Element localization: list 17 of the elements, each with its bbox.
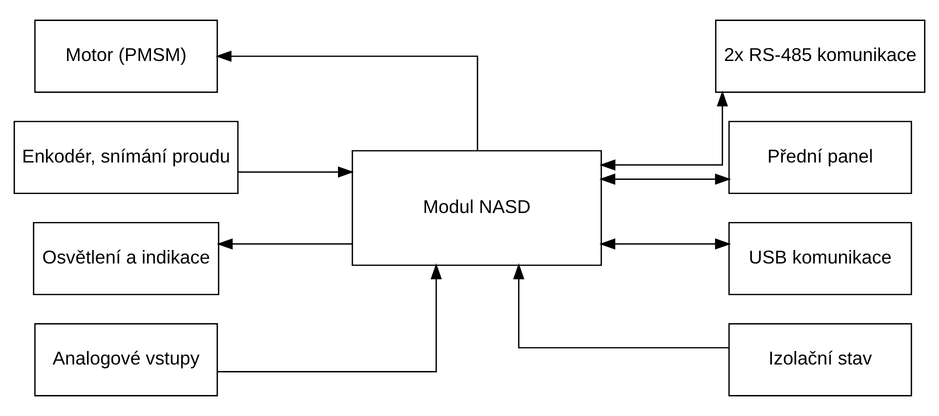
node-box: 2x RS-485 komunikace [715,20,926,93]
arrow [217,263,442,372]
node-box: Modul NASD [352,150,602,266]
arrow [238,166,354,178]
node-box: USB komunikace [728,222,912,296]
node-box: Enkodér, snímání proudu [14,120,239,194]
arrow [216,238,352,250]
arrow [215,50,478,151]
arrow [599,238,732,250]
node-box: Motor (PMSM) [34,20,218,93]
arrow [513,263,729,348]
node-box: Osvětlení a indikace [32,222,220,296]
arrow [599,90,728,171]
node-box: Izolační stav [728,323,912,396]
node-box: Přední panel [728,120,912,194]
arrow [599,174,732,185]
node-box: Analogové vstupy [34,323,218,396]
